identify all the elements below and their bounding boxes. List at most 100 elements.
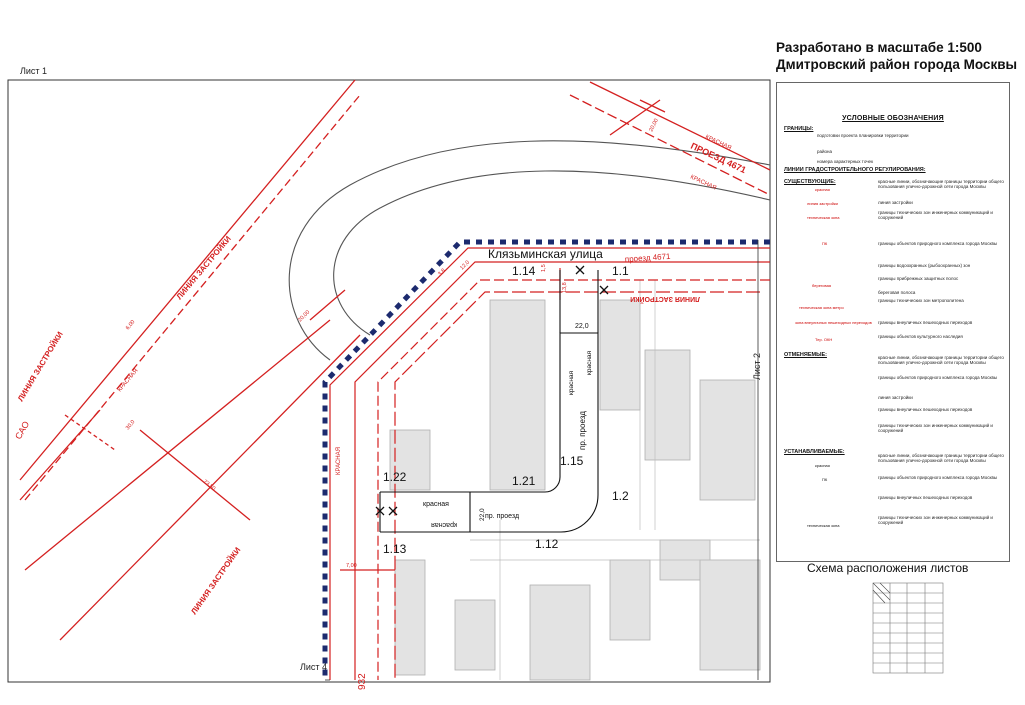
- legend-inner-label: ПК: [822, 477, 828, 482]
- legend-title: УСЛОВНЫЕ ОБОЗНАЧЕНИЯ: [842, 115, 944, 122]
- legend-item: красные линии, обозначающие границы терр…: [878, 453, 1004, 464]
- legend-inner-label: Тер. ОКН: [815, 337, 833, 342]
- dim-label: 22,0: [479, 508, 486, 521]
- dim-label: 6,00: [125, 319, 136, 331]
- red-line: [589, 81, 771, 171]
- dim-line: [64, 414, 116, 451]
- point-label: 1.13: [383, 542, 407, 556]
- legend-section-lines: ЛИНИИ ГРАДОСТРОИТЕЛЬНОГО РЕГУЛИРОВАНИЯ:: [784, 167, 926, 173]
- sheet-4-label: Лист 4: [300, 662, 328, 672]
- legend-inner-label: линия застройки: [807, 201, 838, 206]
- street-label: Клязьминская улица: [488, 247, 603, 261]
- dim-line: [309, 289, 346, 321]
- legend-section-existing: СУЩЕСТВУЮЩИЕ:: [784, 179, 836, 185]
- red-line: [19, 409, 101, 501]
- dim-line: [609, 99, 661, 136]
- building: [644, 349, 691, 461]
- sheet-scheme: [872, 582, 944, 674]
- building: [699, 379, 756, 501]
- legend-item: границы внеуличных пешеходных переходов: [878, 495, 973, 500]
- legend-inner-label: техническая зона: [807, 523, 840, 528]
- legend-inner-label: техническая зона: [807, 215, 840, 220]
- red-line: [329, 247, 770, 680]
- legend-item: границы технических зон метрополитена: [878, 298, 964, 303]
- point-label: 1.21: [512, 474, 536, 488]
- legend-item: границы объектов культурного наследия: [878, 334, 963, 339]
- point-marker: [575, 265, 585, 275]
- point-label: 1.12: [535, 537, 559, 551]
- dim-label: 13,8: [562, 282, 568, 293]
- red-line: [24, 319, 331, 571]
- red-lines-block: [329, 247, 770, 680]
- sheet-1-label: Лист 1: [20, 66, 48, 76]
- point-markers: [375, 265, 609, 516]
- legend-inner-label: зона внеуличных пешеходных переходов: [795, 320, 872, 325]
- legend-inner-label: красная: [815, 187, 830, 192]
- building: [529, 584, 591, 681]
- building: [609, 559, 651, 641]
- point-marker: [375, 506, 385, 516]
- zastroyki-label: ЛИНИЯ ЗАСТРОЙКИ: [630, 295, 700, 304]
- legend-item: линия застройки: [878, 200, 913, 205]
- red-lines-left: [19, 79, 361, 641]
- red-line: [569, 94, 771, 196]
- red-line: [377, 279, 770, 680]
- red-lines-proezd: [569, 81, 771, 196]
- legend-section-cancelled: ОТМЕНЯЕМЫЕ:: [784, 352, 827, 358]
- planning-boundary: [322, 239, 770, 680]
- point-marker: [388, 506, 398, 516]
- scheme-title: Схема расположения листов: [807, 561, 969, 575]
- legend-item: границы прибрежных защитных полос: [878, 276, 959, 281]
- dim-label: 20,00: [648, 118, 659, 133]
- legend-item: границы технических зон инженерных комму…: [878, 210, 993, 221]
- legend-inner-label: ПК: [822, 241, 828, 246]
- dim-label: 30,0: [125, 419, 136, 431]
- dim-label: 3,8: [437, 268, 447, 278]
- legend-item: границы объектов природного комплекса го…: [878, 375, 998, 380]
- legend-item: линия застройки: [878, 395, 913, 400]
- legend-item: границы объектов природного комплекса го…: [878, 475, 998, 480]
- proezd-label: проезд 4671: [625, 252, 672, 264]
- red-line: [354, 261, 770, 680]
- dim-label: 1,5: [541, 264, 547, 272]
- legend-item: красные линии, обозначающие границы терр…: [878, 355, 1004, 366]
- building: [389, 429, 431, 491]
- legend-item: границы технических зон инженерных комму…: [878, 423, 993, 434]
- legend-item: границы водоохранных (рыбоохранных) зон: [878, 263, 971, 268]
- krasnaya-label: красная: [586, 350, 593, 375]
- legend-item: береговая полоса: [878, 290, 916, 295]
- pr-proezd-label: пр. проезд: [578, 411, 587, 450]
- red-line: [19, 79, 356, 481]
- project-boundary: [380, 332, 599, 533]
- dim-label: 22,0: [575, 323, 589, 330]
- building: [454, 599, 496, 671]
- point-marker: [599, 285, 609, 295]
- pr-proezd-label: пр. проезд: [485, 513, 519, 520]
- point-label: 1.14: [512, 264, 536, 278]
- legend-section-boundaries: ГРАНИЦЫ:: [784, 126, 814, 132]
- district-heading: Дмитровский район города Москвы: [776, 57, 1018, 72]
- legend-item: подготовки проекта планировки территории: [817, 133, 909, 138]
- krasnaya-label: КРАСНАЯ: [336, 447, 342, 475]
- point-label: 1.1: [612, 264, 629, 278]
- road-number-label: 932: [357, 673, 368, 690]
- dim-line: [139, 429, 251, 521]
- sheet-2-label: Лист 2: [752, 352, 762, 380]
- legend-inner-label: красная: [815, 463, 830, 468]
- point-label: 1.22: [383, 470, 407, 484]
- building: [489, 299, 546, 491]
- legend-item: границы внеуличных пешеходных переходов: [878, 407, 973, 412]
- buildings-layer: [389, 299, 761, 681]
- legend-panel: УСЛОВНЫЕ ОБОЗНАЧЕНИЯ ГРАНИЦЫ: ЛИНИИ ГРАД…: [776, 82, 1010, 562]
- krasnaya-label: красная: [423, 501, 449, 508]
- legend-inner-label: техническая зона метро: [799, 305, 844, 310]
- gray-roads-layer: [470, 280, 760, 680]
- road-arc-inner: [333, 170, 771, 336]
- legend-section-established: УСТАНАВЛИВАЕМЫЕ:: [784, 449, 845, 455]
- zastroyki-line: [394, 291, 760, 680]
- road-arc-outer: [288, 140, 771, 361]
- legend-inner-label: береговая: [812, 283, 831, 288]
- legend-item: красные линии, обозначающие границы терр…: [878, 179, 1004, 190]
- legend-item: границы объектов природного комплекса го…: [878, 241, 998, 246]
- dim-label: 12,0: [459, 260, 471, 272]
